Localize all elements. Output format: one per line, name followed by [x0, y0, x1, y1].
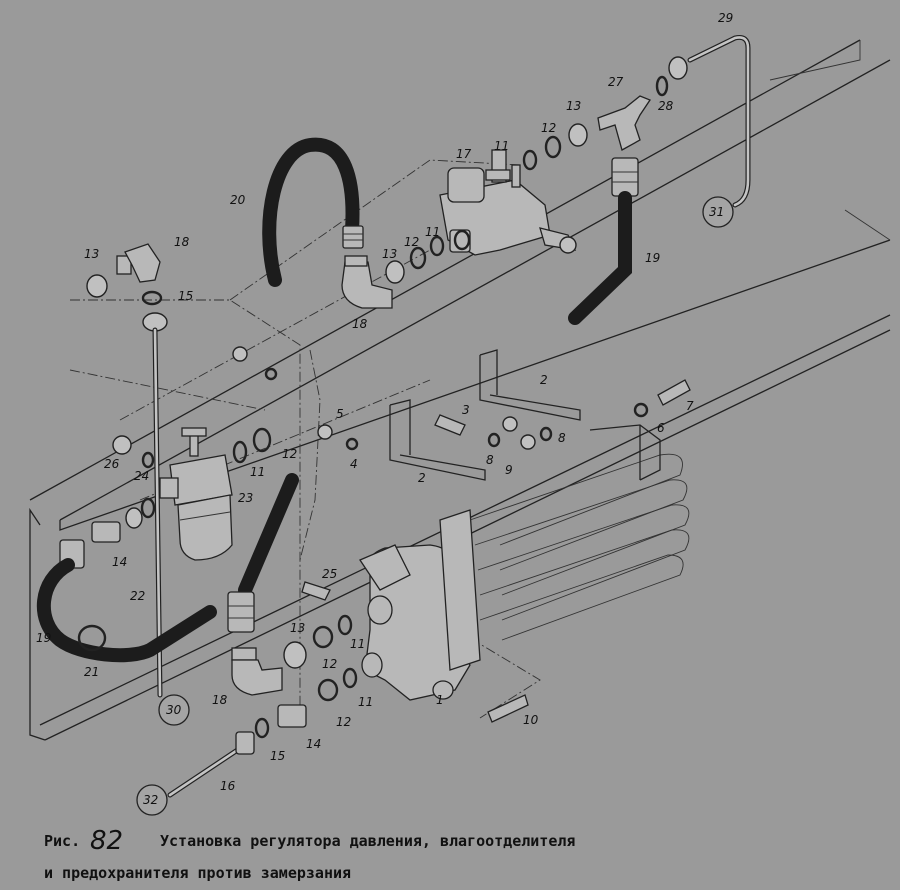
callout-32: 32 — [143, 793, 158, 807]
callout-16: 16 — [220, 779, 236, 793]
callout-22: 22 — [130, 589, 145, 603]
callout-3: 3 — [462, 403, 470, 417]
moisture-separator-23 — [159, 427, 233, 561]
callout-12a: 12 — [541, 121, 556, 135]
caption-line2: и предохранителя против замерзания — [44, 864, 351, 882]
pipe-16 — [167, 731, 255, 798]
callout-7: 7 — [686, 399, 694, 413]
callout-13a: 13 — [566, 99, 581, 113]
callout-1: 1 — [436, 693, 444, 707]
caption-prefix: Рис. — [44, 832, 80, 850]
callout-11d: 11 — [350, 637, 365, 651]
callout-labels: 1 2 2 3 4 5 6 7 8 8 9 10 11 11 11 11 11 … — [36, 11, 733, 807]
callout-5: 5 — [336, 407, 344, 421]
callout-2b: 2 — [418, 471, 426, 485]
callout-15a: 15 — [178, 289, 193, 303]
callout-30: 30 — [166, 703, 182, 717]
elbow-18-bottom — [231, 647, 283, 696]
separator-fittings — [91, 427, 272, 543]
callout-13b: 13 — [382, 247, 397, 261]
callout-12d: 12 — [322, 657, 337, 671]
hose-middle — [227, 473, 299, 633]
left-upper-fittings — [86, 243, 168, 332]
pressure-regulator-17 — [439, 149, 577, 256]
callout-23: 23 — [238, 491, 253, 505]
fasteners — [232, 346, 691, 723]
callout-26: 26 — [104, 457, 120, 471]
callout-4: 4 — [350, 457, 358, 471]
callout-11b: 11 — [425, 225, 440, 239]
elbow-18-top — [341, 255, 393, 309]
callout-12e: 12 — [336, 715, 351, 729]
callout-6: 6 — [657, 421, 665, 435]
callout-18a: 18 — [174, 235, 190, 249]
callout-13c: 13 — [84, 247, 99, 261]
regulator-fittings — [385, 123, 588, 284]
callout-14b: 14 — [306, 737, 321, 751]
callout-19a: 19 — [645, 251, 660, 265]
cooling-coil — [439, 424, 690, 671]
hose-19-left — [36, 539, 217, 663]
callout-31: 31 — [709, 205, 724, 219]
callout-18b: 18 — [352, 317, 368, 331]
tube-22 — [152, 327, 163, 698]
hose-20 — [262, 137, 364, 287]
callout-11c: 11 — [250, 465, 265, 479]
callout-13d: 13 — [290, 621, 305, 635]
callout-2a: 2 — [540, 373, 548, 387]
figure-caption: Рис. 82 Установка регулятора давления, в… — [44, 826, 575, 882]
hose-19-right — [568, 157, 639, 325]
callout-25: 25 — [322, 567, 337, 581]
callout-28: 28 — [658, 99, 674, 113]
reference-circles — [136, 196, 734, 816]
callout-11a: 11 — [494, 139, 509, 153]
callout-19b: 19 — [36, 631, 51, 645]
callout-15b: 15 — [270, 749, 285, 763]
callout-27: 27 — [608, 75, 624, 89]
callout-10: 10 — [523, 713, 539, 727]
callout-17: 17 — [456, 147, 472, 161]
callout-8a: 8 — [486, 453, 494, 467]
tube-29 — [687, 35, 751, 208]
brackets-2 — [389, 349, 581, 481]
callout-12c: 12 — [282, 447, 297, 461]
callout-12b: 12 — [404, 235, 419, 249]
callout-18c: 18 — [212, 693, 228, 707]
callout-21: 21 — [84, 665, 99, 679]
callout-29: 29 — [718, 11, 733, 25]
callout-9: 9 — [505, 463, 513, 477]
callout-11e: 11 — [358, 695, 373, 709]
caption-line1: Установка регулятора давления, влагоотде… — [160, 832, 575, 850]
callout-20: 20 — [230, 193, 246, 207]
compressor-fittings — [254, 614, 358, 739]
callout-8b: 8 — [558, 431, 566, 445]
callout-14a: 14 — [112, 555, 127, 569]
caption-number: 82 — [90, 826, 123, 856]
callout-24: 24 — [134, 469, 149, 483]
tee-27 — [597, 56, 688, 151]
